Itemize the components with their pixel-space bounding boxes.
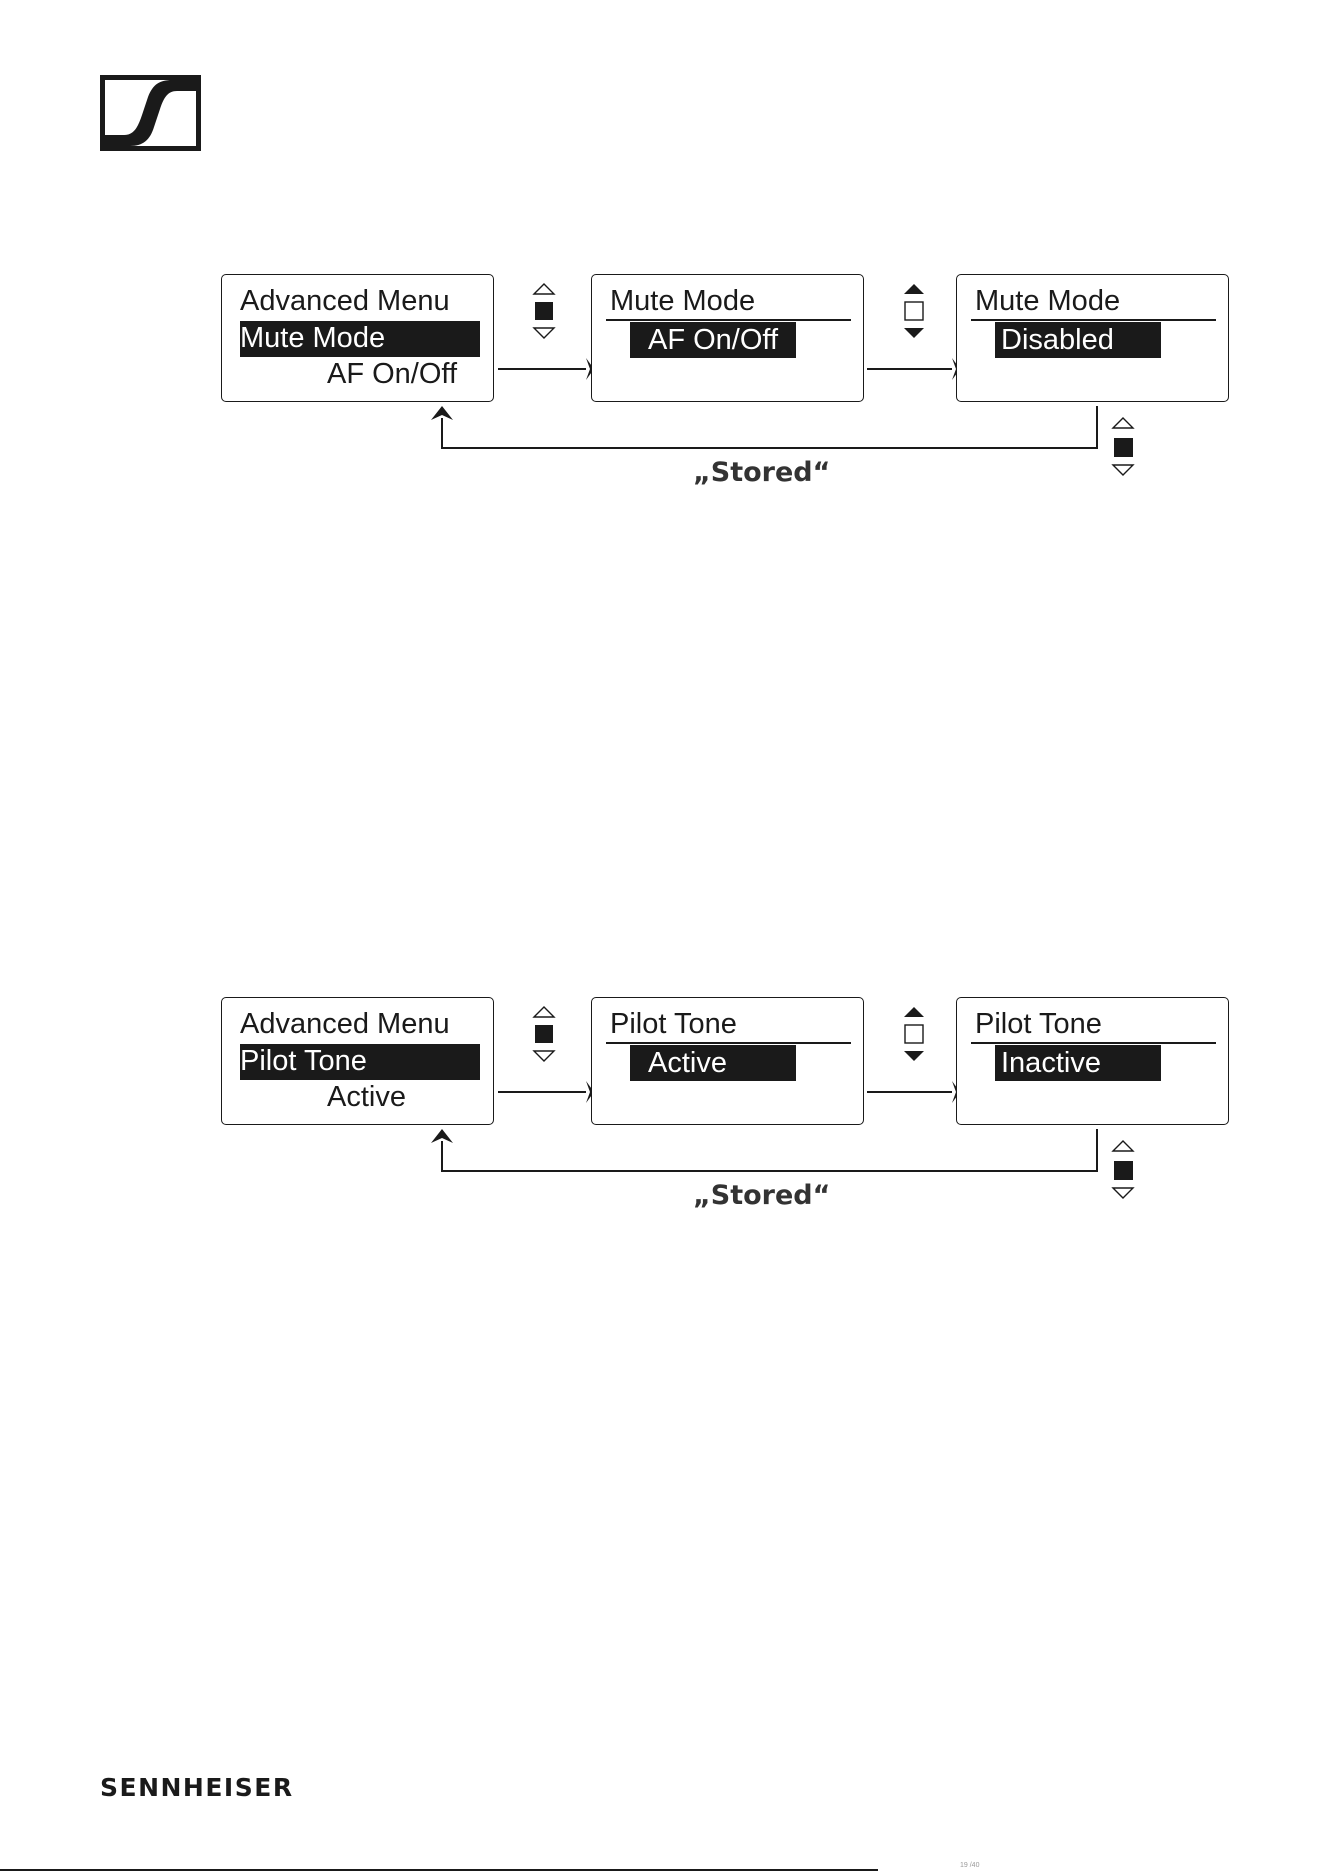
screen-title: Pilot Tone: [975, 1007, 1102, 1041]
display-screen-advanced-menu: Advanced Menu Mute Mode AF On/Off: [221, 274, 494, 402]
button-updown-icon: [904, 1007, 924, 1061]
display-screen-setting: Mute Mode AF On/Off: [591, 274, 864, 402]
screen-title: Mute Mode: [610, 284, 755, 318]
selected-value: Active: [648, 1046, 727, 1080]
button-set-icon: [1113, 1141, 1133, 1198]
button-set-icon: [1113, 418, 1133, 475]
title-underline: [606, 319, 851, 321]
selected-value: Disabled: [1001, 323, 1114, 357]
page-number: 19 /40: [960, 1862, 979, 1869]
display-screen-setting: Pilot Tone Inactive: [956, 997, 1229, 1125]
button-set-icon: [534, 284, 554, 338]
title-underline: [971, 1042, 1216, 1044]
button-updown-icon: [904, 284, 924, 338]
footer-rule: [0, 1869, 878, 1871]
brand-wordmark: SENNHEISER: [100, 1773, 294, 1802]
screen-title: Mute Mode: [975, 284, 1120, 318]
return-arrow-head: [431, 406, 453, 420]
screen-title: Advanced Menu: [240, 1007, 450, 1041]
return-loop-line: [442, 406, 1097, 448]
selected-value: AF On/Off: [648, 323, 778, 357]
pilot-tone-diagram: Advanced Menu Pilot Tone Active Pilot To…: [0, 995, 1324, 1235]
current-value: AF On/Off: [327, 357, 457, 391]
stored-label: „Stored“: [693, 1180, 830, 1211]
button-set-icon: [534, 1007, 554, 1061]
selected-menu-item: Mute Mode: [240, 321, 385, 355]
title-underline: [971, 319, 1216, 321]
display-screen-setting: Mute Mode Disabled: [956, 274, 1229, 402]
screen-title: Advanced Menu: [240, 284, 450, 318]
sennheiser-logo-icon: [100, 75, 201, 151]
selected-value: Inactive: [1001, 1046, 1101, 1080]
title-underline: [606, 1042, 851, 1044]
mute-mode-diagram: Advanced Menu Mute Mode AF On/Off Mute M…: [0, 272, 1324, 512]
screen-title: Pilot Tone: [610, 1007, 737, 1041]
stored-label: „Stored“: [693, 457, 830, 488]
selected-menu-item: Pilot Tone: [240, 1044, 367, 1078]
display-screen-advanced-menu: Advanced Menu Pilot Tone Active: [221, 997, 494, 1125]
current-value: Active: [327, 1080, 406, 1114]
display-screen-setting: Pilot Tone Active: [591, 997, 864, 1125]
return-arrow-head: [431, 1129, 453, 1143]
return-loop-line: [442, 1129, 1097, 1171]
